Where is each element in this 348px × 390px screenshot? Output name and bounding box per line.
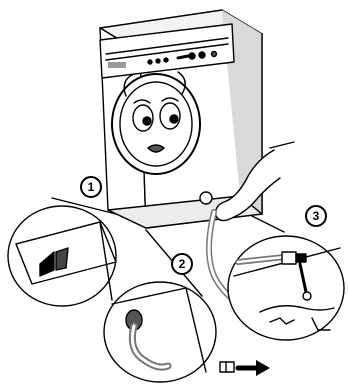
porthole-door	[112, 72, 200, 174]
step-number-2: 2	[171, 253, 193, 275]
detail-circle-1	[8, 198, 116, 306]
detail-circle-2	[104, 230, 234, 382]
step-number-3: 3	[305, 205, 327, 227]
step-number-1: 1	[80, 176, 102, 198]
detail-circle-3	[228, 216, 344, 340]
right-arrow-icon	[238, 360, 270, 376]
